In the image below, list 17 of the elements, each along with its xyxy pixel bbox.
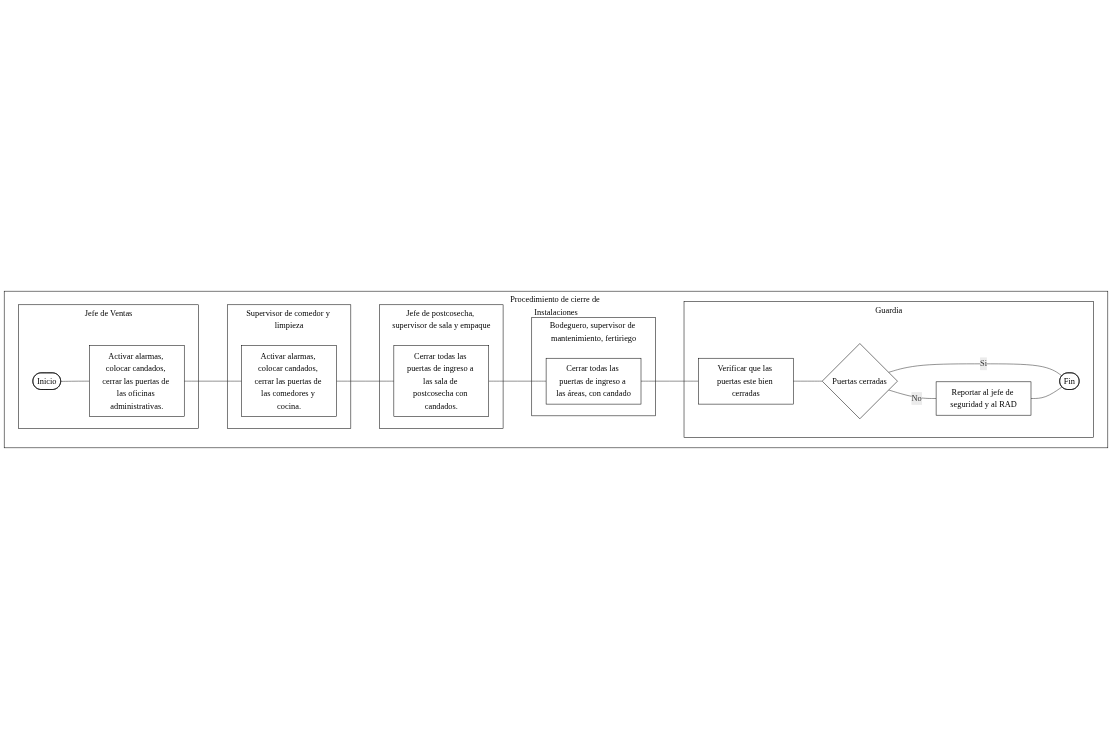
connector xyxy=(184,380,242,381)
node-diamond: Puertas cerradas xyxy=(821,342,898,419)
edge-label: Si xyxy=(980,358,988,368)
node-box: Activar alarmas, colocar candados, cerrar las puertas de las comedores y cocina. xyxy=(241,344,337,417)
node-box: Cerrar todas las puertas de ingreso a las áreas, con candado xyxy=(545,357,642,404)
connector xyxy=(888,363,1063,376)
edge-label: No xyxy=(911,393,922,403)
connector xyxy=(60,380,90,382)
connector xyxy=(1030,386,1063,399)
node-box: Activar alarmas, colocar candados, cerrar las puertas de las oficinas administrativas. xyxy=(89,344,185,417)
connector xyxy=(640,380,699,381)
node-box: Verificar que las puertas este bien cerradas xyxy=(698,357,794,404)
node-box: Cerrar todas las puertas de ingreso a las sala de postcosecha con candados. xyxy=(393,344,489,417)
connector xyxy=(336,380,395,381)
node-box: Reportar al jefe de seguridad y al RAD xyxy=(935,381,1032,415)
connector xyxy=(488,380,547,381)
connector xyxy=(793,380,823,381)
